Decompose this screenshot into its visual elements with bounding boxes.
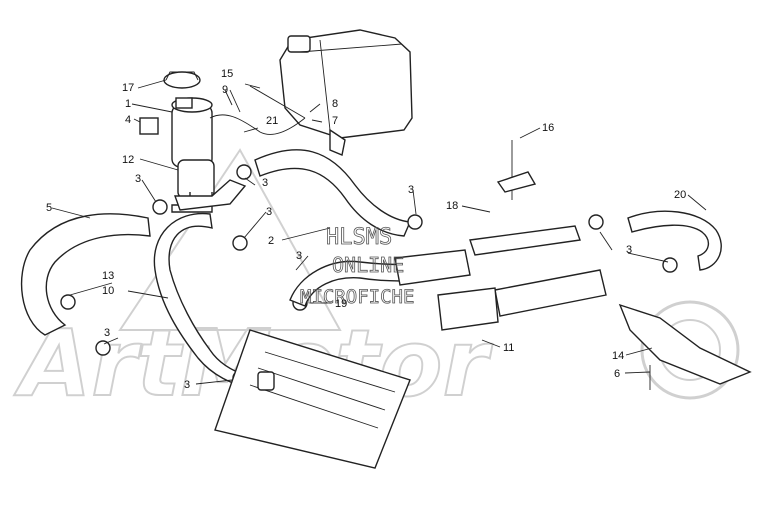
- callout-3-d: 3: [104, 327, 110, 339]
- decal: [139, 117, 159, 135]
- tee-connector: [174, 179, 247, 211]
- callout-18: 18: [446, 200, 458, 212]
- heat-exchanger-end: [437, 287, 499, 331]
- watermark-line-1: HLSMS: [326, 225, 392, 250]
- callout-8: 8: [332, 98, 338, 110]
- callout-20: 20: [674, 189, 686, 201]
- callout-12: 12: [122, 154, 134, 166]
- callout-3-e: 3: [184, 379, 190, 391]
- callout-3-f: 3: [408, 184, 414, 196]
- callout-21: 21: [266, 115, 278, 127]
- callout-9: 9: [222, 84, 228, 96]
- deflector-plate: [618, 303, 752, 385]
- callout-19: 19: [335, 298, 347, 310]
- callout-1: 1: [125, 98, 131, 110]
- callout-13: 13: [102, 270, 114, 282]
- callout-15: 15: [221, 68, 233, 80]
- callout-2: 2: [268, 235, 274, 247]
- leader-lines: [51, 79, 707, 385]
- callout-5: 5: [46, 202, 52, 214]
- callout-3-b: 3: [262, 177, 268, 189]
- callout-3-a: 3: [135, 173, 141, 185]
- callout-4: 4: [125, 114, 131, 126]
- callout-16: 16: [542, 122, 554, 134]
- mount-bracket: [496, 171, 537, 193]
- heat-exchanger-middle: [394, 249, 471, 286]
- callout-11: 11: [503, 342, 514, 354]
- watermark-text: HLSMS ONLINE MICROFICHE: [300, 225, 415, 309]
- callout-labels: 17 1 4 12 3 5 15 9 8 7 21 3 3 2 13 10 3 …: [46, 68, 686, 391]
- upper-hose: [254, 149, 412, 237]
- radiator-cap: [163, 71, 201, 89]
- callout-10: 10: [102, 285, 114, 297]
- callout-14: 14: [612, 350, 624, 362]
- heat-exchanger-left: [214, 329, 411, 469]
- callout-3-h: 3: [626, 244, 632, 256]
- heat-exchanger-upper: [469, 225, 581, 256]
- callout-3-g: 3: [296, 250, 302, 262]
- heat-exchanger-lower: [494, 269, 607, 317]
- watermark-line-2: ONLINE: [332, 253, 404, 277]
- callout-6: 6: [614, 368, 620, 380]
- callout-3-c: 3: [266, 206, 272, 218]
- hose-left-loop: [20, 213, 151, 336]
- filler-neck: [171, 97, 215, 213]
- watermark-line-3: MICROFICHE: [300, 286, 414, 308]
- callout-17: 17: [122, 82, 134, 94]
- hose-right: [627, 210, 722, 271]
- coolant-tank: [279, 29, 413, 156]
- overflow-hose: [209, 114, 306, 135]
- callout-7: 7: [332, 115, 338, 127]
